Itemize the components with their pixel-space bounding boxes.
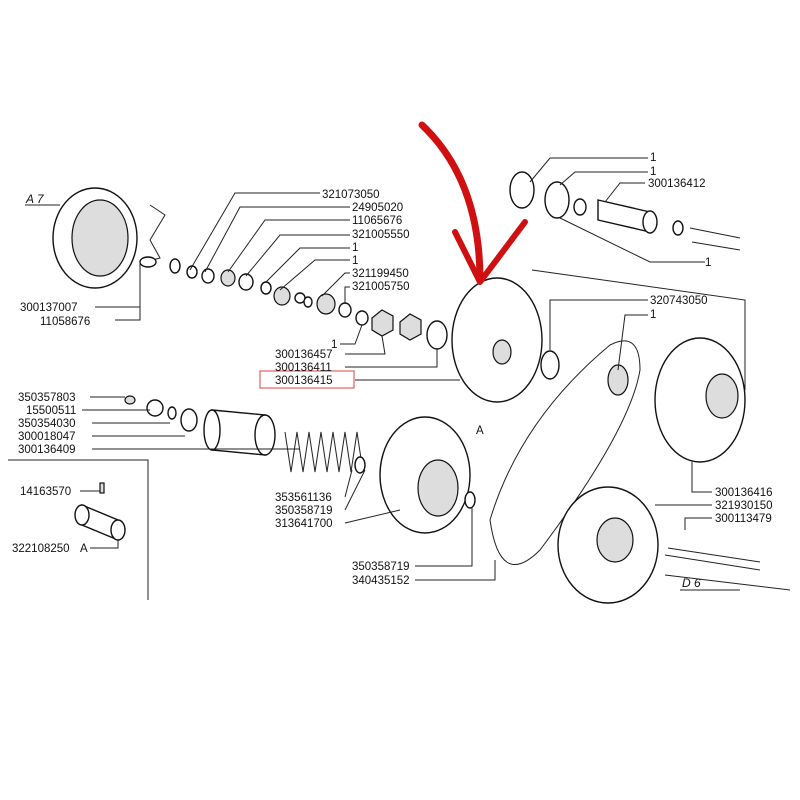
part-label[interactable]: 321005550 <box>352 229 410 241</box>
part-label[interactable]: 1 <box>352 255 358 267</box>
part-label[interactable]: 300136411 <box>275 362 332 374</box>
spring-and-hub <box>284 416 476 534</box>
bushing-detail <box>8 459 149 600</box>
part-label[interactable]: 350358719 <box>275 505 333 517</box>
front-pulley-disc <box>451 277 560 403</box>
part-label[interactable]: 14163570 <box>20 486 71 498</box>
ref-a-bushing: A <box>80 543 88 555</box>
part-label[interactable]: 350357803 <box>18 392 76 404</box>
part-label[interactable]: 1 <box>650 152 656 164</box>
a7-drum <box>25 187 181 289</box>
part-label[interactable]: 24905020 <box>352 202 403 214</box>
part-label[interactable]: 1 <box>650 309 656 321</box>
part-label[interactable]: 300018047 <box>18 431 76 443</box>
part-label[interactable]: 322108250 <box>12 543 70 555</box>
part-label[interactable]: 340435152 <box>352 575 410 587</box>
part-label[interactable]: 11058676 <box>40 316 90 328</box>
leader-lines <box>80 157 740 591</box>
part-label[interactable]: 350358719 <box>352 561 410 573</box>
highlight-box <box>259 370 355 389</box>
rear-pulley <box>557 337 791 604</box>
part-label[interactable]: 320743050 <box>650 295 708 307</box>
part-label[interactable]: 321073050 <box>322 189 380 201</box>
part-label[interactable]: 321199450 <box>352 268 409 280</box>
part-label[interactable]: 300113479 <box>715 513 772 525</box>
part-label[interactable]: 353561136 <box>275 492 332 504</box>
part-label[interactable]: 300137007 <box>20 302 78 314</box>
part-label[interactable]: 300136457 <box>275 349 333 361</box>
part-label[interactable]: 350354030 <box>18 418 76 430</box>
part-label[interactable]: 313641700 <box>275 518 333 530</box>
part-label[interactable]: 300136409 <box>18 444 76 456</box>
part-label[interactable]: 300136416 <box>715 487 773 499</box>
part-label[interactable]: 15500511 <box>26 405 76 417</box>
red-arrow-annotation <box>418 121 528 285</box>
ref-d6: D 6 <box>682 576 701 590</box>
part-label[interactable]: 1 <box>650 166 656 178</box>
left-parts <box>124 395 276 456</box>
drive-belt <box>489 340 641 566</box>
part-label[interactable]: 300136412 <box>648 178 706 190</box>
part-label[interactable]: 1 <box>331 339 337 351</box>
part-label[interactable]: 321005750 <box>352 281 410 293</box>
part-label[interactable]: 321930150 <box>715 500 773 512</box>
top-right-parts <box>509 171 746 390</box>
part-label-highlighted[interactable]: 300136415 <box>275 375 333 387</box>
part-label[interactable]: 1 <box>352 242 358 254</box>
ref-a-hub: A <box>476 425 484 437</box>
upper-parts-chain <box>186 265 448 350</box>
part-label[interactable]: 1 <box>705 257 711 269</box>
ref-a7: A 7 <box>25 192 45 206</box>
part-label[interactable]: 11065676 <box>352 215 402 227</box>
